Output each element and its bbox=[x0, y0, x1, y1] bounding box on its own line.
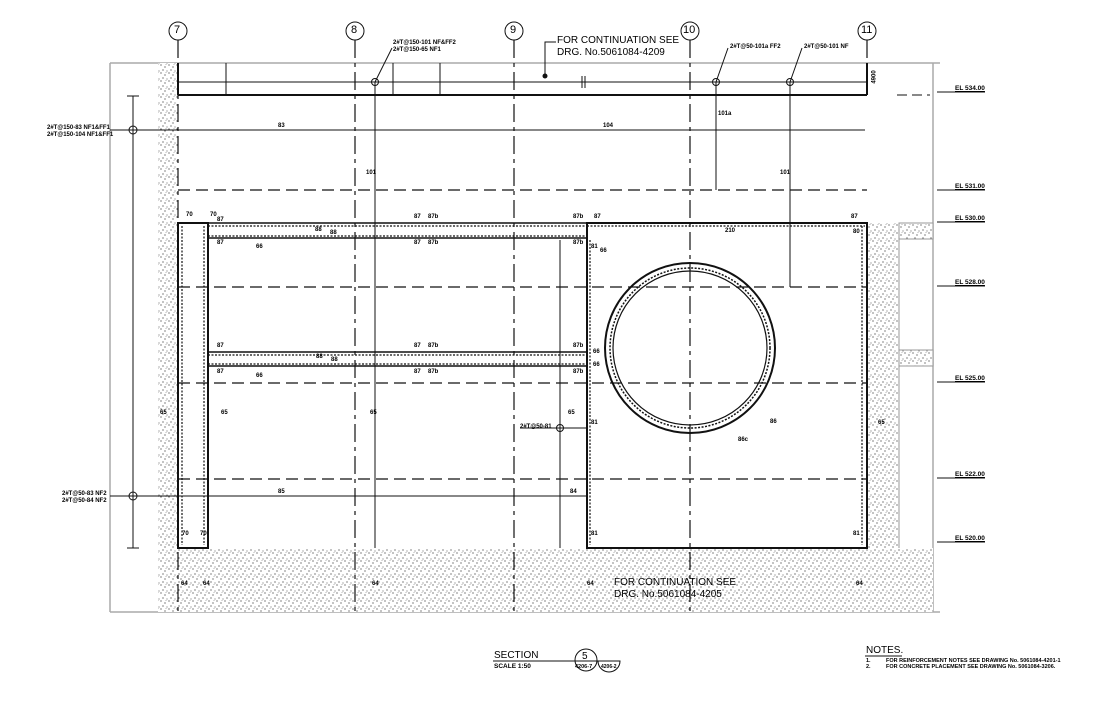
callout-top-left: 2#T@150-101 NF&FF2 2#T@150-65 NF1 bbox=[393, 40, 456, 53]
section-ref-right: 4206-2 bbox=[601, 664, 617, 670]
section-number: 5 bbox=[582, 651, 588, 662]
grid-label-11: 11 bbox=[861, 24, 873, 36]
soil-left bbox=[158, 63, 178, 612]
continuation-top: FOR CONTINUATION SEE DRG. No.5061084-420… bbox=[557, 35, 680, 58]
callout-top-mid2: 2#T@50-101 NF bbox=[804, 44, 849, 50]
callout-mid-81: 2#T@50-81 bbox=[520, 424, 552, 430]
section-scale: SCALE 1:50 bbox=[494, 663, 531, 670]
grid-label-9: 9 bbox=[510, 24, 517, 36]
continuation-bottom: FOR CONTINUATION SEE DRG. No.5061084-420… bbox=[614, 577, 737, 600]
grid-label-10: 10 bbox=[683, 24, 696, 36]
elevation-markers bbox=[897, 91, 985, 543]
grid-axes bbox=[168, 21, 877, 612]
notes-block: NOTES. 1.FOR REINFORCEMENT NOTES SEE DRA… bbox=[866, 645, 1061, 670]
elevation-530: EL 530.00 bbox=[955, 215, 985, 222]
soil-bottom bbox=[158, 548, 933, 612]
section-label: SECTION bbox=[494, 650, 539, 661]
elevation-528: EL 528.00 bbox=[955, 279, 985, 286]
elevation-525: EL 525.00 bbox=[955, 375, 985, 382]
drawing-boundary bbox=[109, 62, 940, 613]
top-beam bbox=[177, 63, 868, 96]
right-block bbox=[586, 222, 868, 549]
callout-top-mid1: 2#T@50-101a FF2 bbox=[730, 44, 781, 50]
elevation-520: EL 520.00 bbox=[955, 535, 985, 542]
callout-left-lower: 2#T@50-83 NF2 2#T@50-84 NF2 bbox=[62, 491, 107, 504]
middle-slab bbox=[207, 351, 588, 367]
section-ref-left: 4206-7 bbox=[575, 664, 593, 670]
elevation-531: EL 531.00 bbox=[955, 183, 985, 190]
callout-left-upper: 2#T@150-83 NF1&FF1 2#T@150-104 NF1&FF1 bbox=[47, 125, 114, 138]
elevation-534: EL 534.00 bbox=[955, 85, 985, 92]
upper-slab bbox=[207, 222, 588, 239]
note-1: 1.FOR REINFORCEMENT NOTES SEE DRAWING No… bbox=[866, 658, 1061, 664]
note-2: 2.FOR CONCRETE PLACEMENT SEE DRAWING No.… bbox=[866, 664, 1056, 670]
notes-title: NOTES. bbox=[866, 645, 904, 656]
grid-label-8: 8 bbox=[351, 24, 358, 36]
soil-right bbox=[867, 223, 899, 548]
dimension-4900: 4900 bbox=[871, 70, 878, 84]
elevation-522: EL 522.00 bbox=[955, 471, 985, 478]
grid-label-7: 7 bbox=[174, 24, 181, 36]
